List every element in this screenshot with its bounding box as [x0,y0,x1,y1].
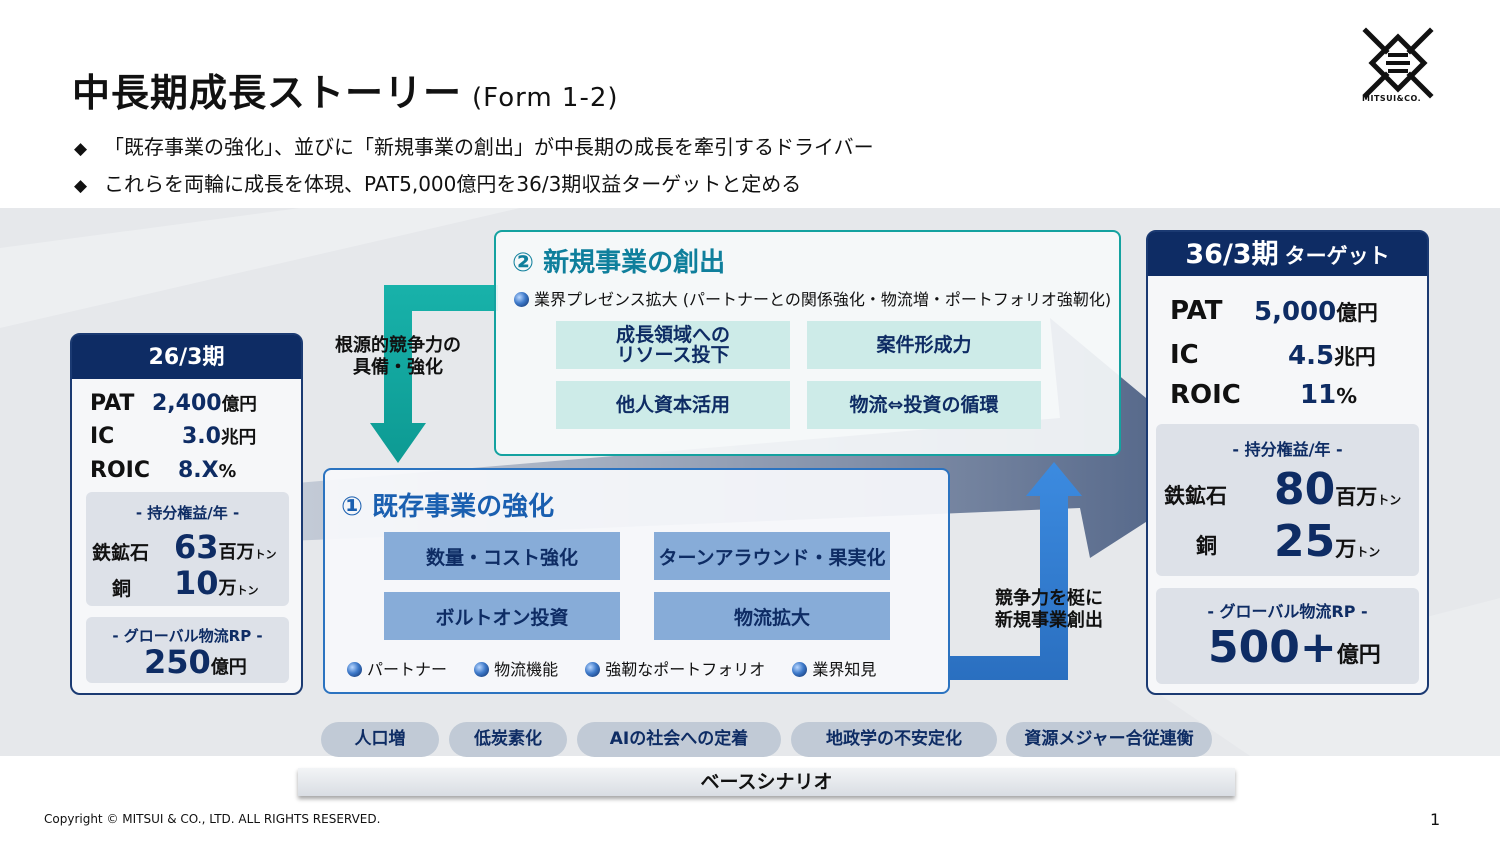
logistics-title: - グローバル物流RP - [1207,602,1368,621]
teal-down-arrow-icon [370,285,498,463]
base-scenario-bar: ベースシナリオ [298,768,1235,796]
copyright-text: Copyright © MITSUI & CO., LTD. ALL RIGHT… [44,812,381,826]
bullet-item: ◆これらを両輪に成長を体現、PAT5,000億円を36/3期収益ターゲットと定め… [74,167,874,204]
mitsui-logo-icon [1362,27,1434,99]
new-business-box: ② 新規事業の創出 業界プレゼンス拡大 (パートナーとの関係強化・物流増・ポート… [494,230,1121,456]
globe-bullet-icon [474,662,490,677]
blue-up-arrow-icon [950,462,1082,680]
existing-business-title: ① 既存事業の強化 [341,492,555,522]
arrow-label-left-line: 具備・強化 [353,357,443,378]
globe-bullet-icon [585,662,601,677]
scenario-pill: 人口増 [321,722,439,757]
logistics-value: 500+億円 [1208,622,1381,673]
new-business-tile: 成長領域へのリソース投下 [556,321,790,369]
logistics-value: 250億円 [144,643,247,681]
diamond-icon: ◆ [74,176,88,196]
page-subtitle: (Form 1-2) [472,83,619,113]
strength-item: パートナー [347,660,447,679]
equity-box: - 持分権益/年 - 鉄鉱石 63百万トン 銅 10万トン [86,492,289,606]
existing-business-box: ① 既存事業の強化 数量・コスト強化 ターンアラウンド・果実化 ボルトオン投資 … [323,468,950,694]
target-period-header: 36/3期ターゲット [1148,232,1427,276]
new-business-tile: 案件形成力 [807,321,1041,369]
existing-business-tile: 数量・コスト強化 [384,532,620,580]
arrow-label-left-line: 根源的競争力の [335,335,461,356]
equity-box: - 持分権益/年 - 鉄鉱石 80百万トン 銅 25万トン [1156,424,1419,576]
page-title: 中長期成長ストーリー(Form 1-2) [72,71,619,115]
globe-bullet-icon [514,292,529,307]
arrow-label-left: 根源的競争力の 具備・強化 [318,335,478,379]
new-business-tile: 他人資本活用 [556,381,790,429]
strength-item: 物流機能 [474,660,558,679]
target-period-card: 36/3期ターゲット PAT 5,000億円 IC 4.5兆円 ROIC 11%… [1146,230,1429,695]
globe-bullet-icon [347,662,362,677]
new-business-subtitle: 業界プレゼンス拡大 (パートナーとの関係強化・物流増・ポートフォリオ強靭化) [514,286,1111,310]
bullet-list: ◆「既存事業の強化」、並びに「新規事業の創出」が中長期の成長を牽引するドライバー… [74,130,874,204]
scenario-pill-row: 人口増 低炭素化 AIの社会への定着 地政学の不安定化 資源メジャー合従連衡 [0,722,1500,758]
current-period-header: 26/3期 [72,335,301,379]
scenario-pill: AIの社会への定着 [577,722,781,757]
strength-item: 業界知見 [792,660,876,679]
equity-title: - 持分権益/年 - [135,504,240,522]
scenario-pill: 資源メジャー合従連衡 [1006,722,1212,757]
existing-business-tile: 物流拡大 [654,592,890,640]
new-business-tile: 物流⇔投資の循環 [807,381,1041,429]
globe-bullet-icon [792,662,808,677]
arrow-label-right: 競争力を梃に 新規事業創出 [978,588,1120,632]
logistics-box: - グローバル物流RP - 500+億円 [1156,588,1419,684]
scenario-pill: 地政学の不安定化 [791,722,997,757]
logistics-title: - グローバル物流RP - [112,627,263,645]
arrow-label-right-line: 新規事業創出 [995,610,1103,631]
strength-item: 強靭なポートフォリオ [585,660,765,679]
page-number: 1 [1430,810,1441,829]
existing-business-tile: ターンアラウンド・果実化 [654,532,890,580]
existing-business-tile: ボルトオン投資 [384,592,620,640]
current-period-card: 26/3期 PAT 2,400億円 IC 3.0兆円 ROIC 8.X% - 持… [70,333,303,695]
diamond-icon: ◆ [74,139,88,159]
existing-business-footer: パートナー 物流機能 強靭なポートフォリオ 業界知見 [347,656,898,680]
bullet-item: ◆「既存事業の強化」、並びに「新規事業の創出」が中長期の成長を牽引するドライバー [74,130,874,167]
new-business-title: ② 新規事業の創出 [512,248,726,278]
equity-title: - 持分権益/年 - [1232,440,1343,459]
logistics-box: - グローバル物流RP - 250億円 [86,617,289,683]
arrow-label-right-line: 競争力を梃に [995,588,1103,609]
logo-text: MITSUI&CO. [1362,94,1422,103]
scenario-pill: 低炭素化 [449,722,567,757]
